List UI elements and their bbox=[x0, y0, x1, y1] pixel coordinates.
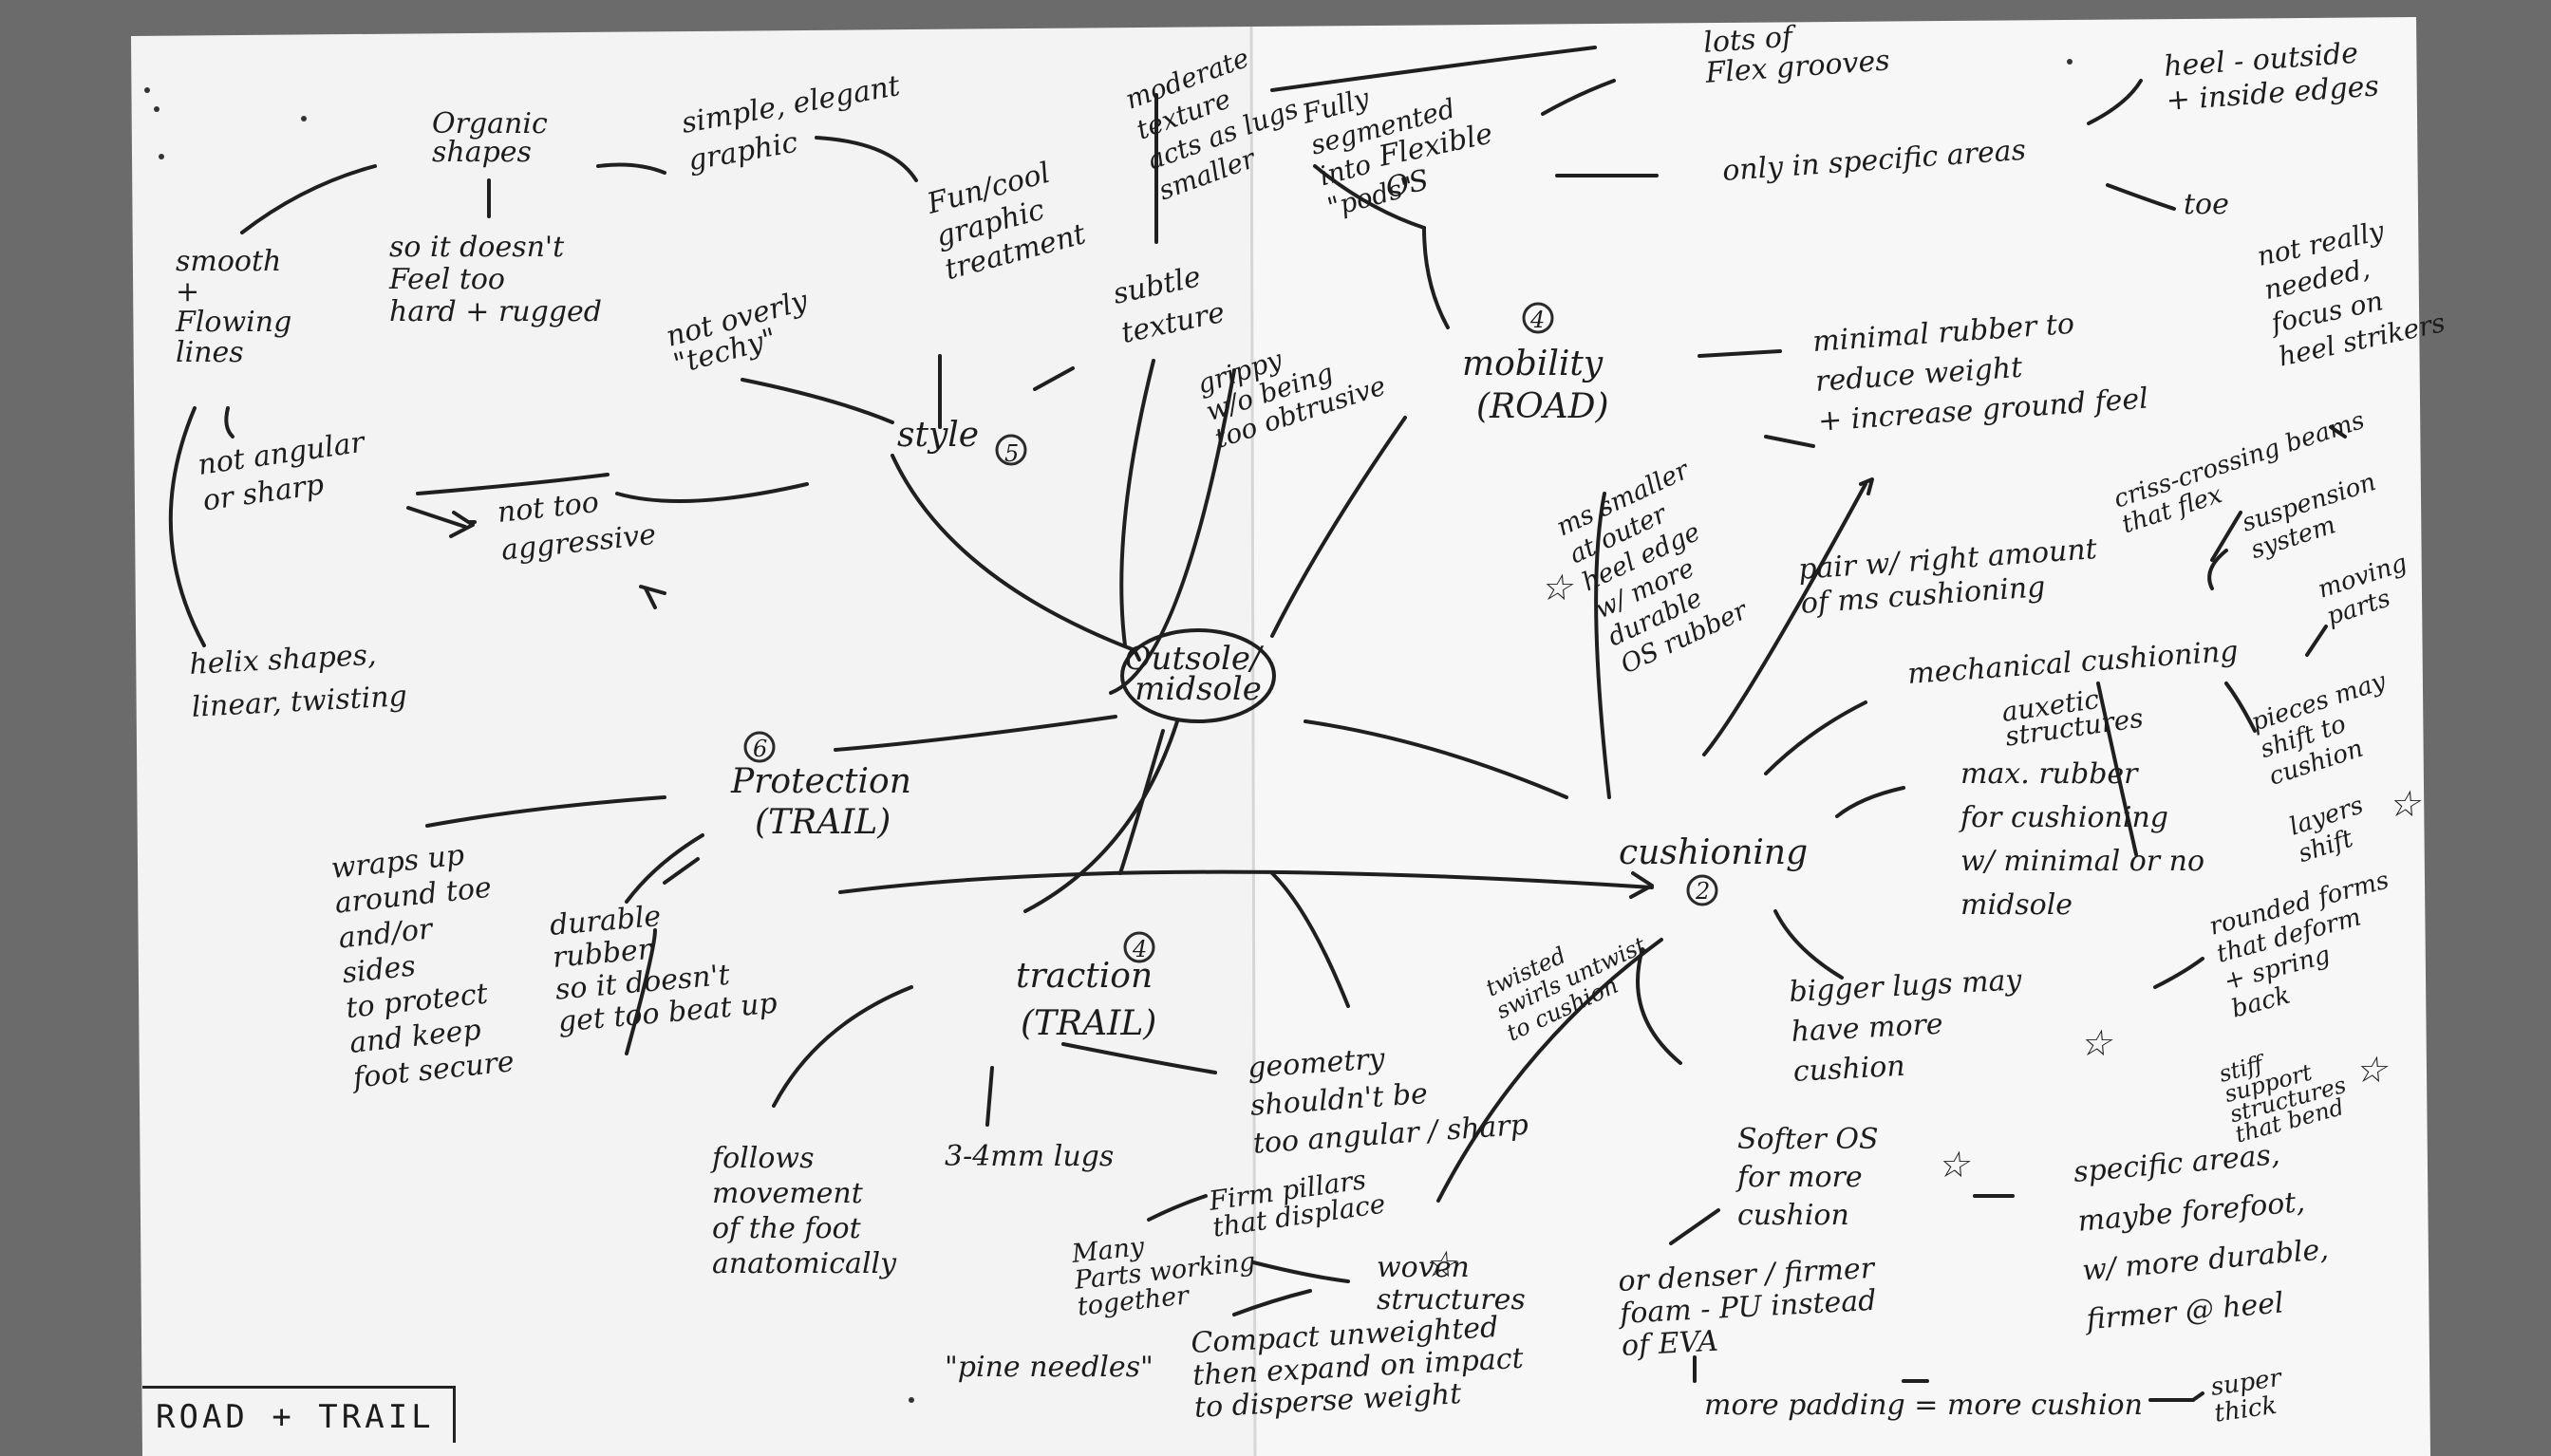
node-traction-sub: (TRAIL) bbox=[1021, 1004, 1156, 1043]
note-compact: Compact unweightedthen expand on impactt… bbox=[1191, 1310, 1528, 1425]
so-doesnt-line: Feel too bbox=[388, 263, 505, 296]
priority-circles bbox=[743, 302, 1718, 963]
note-more-padding: more padding = more cushion bbox=[1704, 1389, 2143, 1422]
max-rubber-line: for cushioning bbox=[1959, 801, 2168, 834]
node-protection: Protection bbox=[730, 762, 911, 801]
svg-text:☆: ☆ bbox=[2354, 1049, 2389, 1091]
note-lugs-34: 3-4mm lugs bbox=[945, 1140, 1114, 1173]
organic-shapes-line: shapes bbox=[432, 136, 532, 169]
max-rubber-line: max. rubber bbox=[1960, 757, 2139, 791]
node-protection-sub: (TRAIL) bbox=[755, 803, 891, 842]
svg-text:☆: ☆ bbox=[1424, 1243, 1458, 1285]
softer-os-line: for more bbox=[1735, 1161, 1863, 1194]
center-node-ellipse bbox=[1120, 628, 1276, 723]
follows-line: of the foot bbox=[712, 1212, 862, 1245]
arrow-marks bbox=[406, 477, 2204, 1402]
lots-flex-line: lots of bbox=[1702, 20, 1798, 60]
organic-shapes-line: Organic bbox=[432, 107, 548, 140]
so-doesnt-line: so it doesn't bbox=[389, 231, 565, 264]
node-traction: traction bbox=[1016, 957, 1153, 996]
follows-line: follows bbox=[710, 1142, 815, 1175]
svg-text:☆: ☆ bbox=[1937, 1144, 1971, 1185]
woven-line: structures bbox=[1377, 1283, 1526, 1316]
woven-line: woven bbox=[1377, 1251, 1470, 1284]
max-rubber-line: w/ minimal or no bbox=[1960, 845, 2204, 878]
paper-left-sheet bbox=[131, 27, 1255, 1456]
star-marks: ☆ ☆ ☆ ☆ ☆ ☆ bbox=[1424, 567, 2422, 1285]
node-protection-num: 6 bbox=[753, 736, 767, 762]
note-softer-os: Softer OS for more cushion bbox=[1735, 1123, 1879, 1232]
paper-specks bbox=[144, 59, 2073, 1403]
svg-text:☆: ☆ bbox=[2079, 1022, 2113, 1064]
center-node-label: Outsole/ midsole bbox=[1125, 640, 1272, 708]
node-mobility: mobility bbox=[1462, 345, 1604, 383]
softer-os-line: Softer OS bbox=[1737, 1123, 1879, 1156]
paper-right-sheet bbox=[1251, 17, 2430, 1456]
smooth-lines-line: + bbox=[176, 275, 199, 308]
note-max-rubber: max. rubber for cushioning w/ minimal or n… bbox=[1959, 757, 2204, 922]
follows-line: movement bbox=[712, 1177, 864, 1210]
paper-fold bbox=[1249, 26, 1257, 1456]
follows-line: anatomically bbox=[712, 1247, 897, 1280]
node-mobility-sub: (ROAD) bbox=[1476, 387, 1609, 426]
svg-text:☆: ☆ bbox=[1540, 567, 1574, 608]
node-style: style bbox=[897, 416, 979, 455]
softer-os-line: cushion bbox=[1737, 1199, 1849, 1232]
node-traction-num: 4 bbox=[1132, 936, 1147, 962]
bigger-lugs-line: have more bbox=[1791, 1008, 1944, 1049]
note-pine-needles: "pine needles" bbox=[945, 1351, 1154, 1384]
smooth-lines-line: Flowing bbox=[175, 306, 291, 339]
smooth-lines-line: lines bbox=[176, 336, 244, 369]
corner-label: ROAD + TRAIL bbox=[142, 1386, 456, 1443]
wraps-up-line: sides bbox=[341, 949, 418, 990]
note-toe: toe bbox=[2184, 188, 2229, 221]
node-cushioning-num: 2 bbox=[1695, 878, 1710, 905]
category-nodes: style 5 mobility (ROAD) 4 cushioning 2 P… bbox=[730, 307, 1808, 1043]
connector-lines bbox=[168, 46, 2347, 1402]
max-rubber-line: midsole bbox=[1960, 888, 2073, 922]
svg-text:☆: ☆ bbox=[2388, 783, 2422, 825]
node-mobility-num: 4 bbox=[1529, 307, 1545, 333]
node-style-num: 5 bbox=[1004, 440, 1019, 467]
so-doesnt-line: hard + rugged bbox=[389, 295, 602, 328]
note-lots-flex: lots ofFlex grooves bbox=[1701, 14, 1891, 90]
node-cushioning: cushioning bbox=[1619, 833, 1808, 872]
note-stiff-support: stiffsupportstructuresthat bend bbox=[2216, 1031, 2354, 1148]
note-durable-rubber: durablerubberso it doesn'tget too beat u… bbox=[549, 890, 778, 1039]
denser-line: of EVA bbox=[1621, 1325, 1719, 1363]
bigger-lugs-line: cushion bbox=[1792, 1050, 1905, 1089]
smooth-lines-line: smooth bbox=[176, 245, 281, 278]
